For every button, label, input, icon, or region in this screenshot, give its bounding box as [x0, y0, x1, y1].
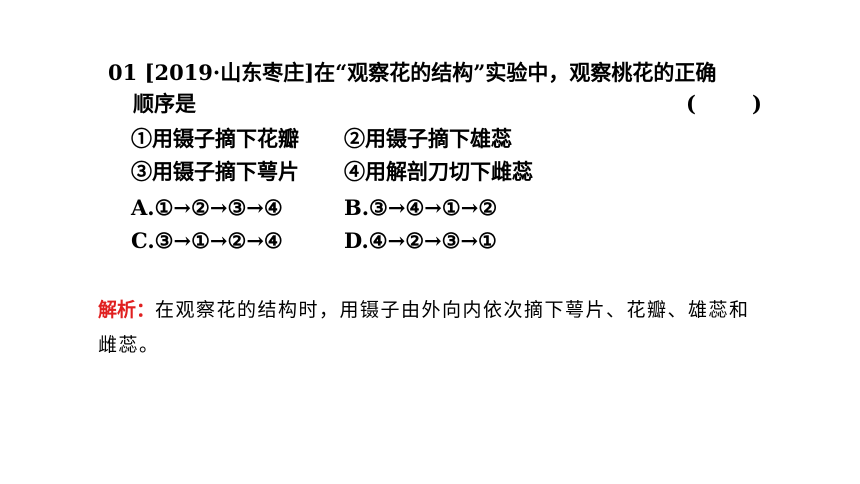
analysis-block: 解析：在观察花的结构时，用镊子由外向内依次摘下萼片、花瓣、雄蕊和雌蕊。	[98, 293, 768, 363]
question-stem-text: 在“观察花的结构”实验中，观察桃花的正确	[314, 60, 717, 85]
answer-bracket-close: )	[751, 91, 762, 116]
option-b: B.③→④→①→②	[344, 195, 498, 220]
answer-bracket-open: (	[686, 91, 696, 116]
option-c: C.③→①→②→④	[131, 228, 283, 253]
answer-bracket: ()	[686, 89, 762, 119]
question-stem-line2: 顺序是	[133, 91, 196, 116]
option-a: A.①→②→③→④	[131, 195, 283, 220]
step-item-1: ①用镊子摘下花瓣	[131, 126, 299, 151]
option-d: D.④→②→③→①	[344, 228, 497, 253]
question-stem-line1: 01 [2019·山东枣庄]在“观察花的结构”实验中，观察桃花的正确	[108, 58, 716, 88]
step-item-4: ④用解剖刀切下雌蕊	[344, 159, 533, 184]
analysis-label: 解析：	[98, 299, 156, 321]
step-item-3: ③用镊子摘下萼片	[131, 159, 299, 184]
analysis-text: 在观察花的结构时，用镊子由外向内依次摘下萼片、花瓣、雄蕊和雌蕊。	[98, 299, 750, 356]
step-item-2: ②用镊子摘下雄蕊	[344, 126, 512, 151]
question-block: 01 [2019·山东枣庄]在“观察花的结构”实验中，观察桃花的正确 顺序是 (…	[108, 58, 762, 253]
question-number-source: 01 [2019·山东枣庄]	[108, 60, 315, 85]
